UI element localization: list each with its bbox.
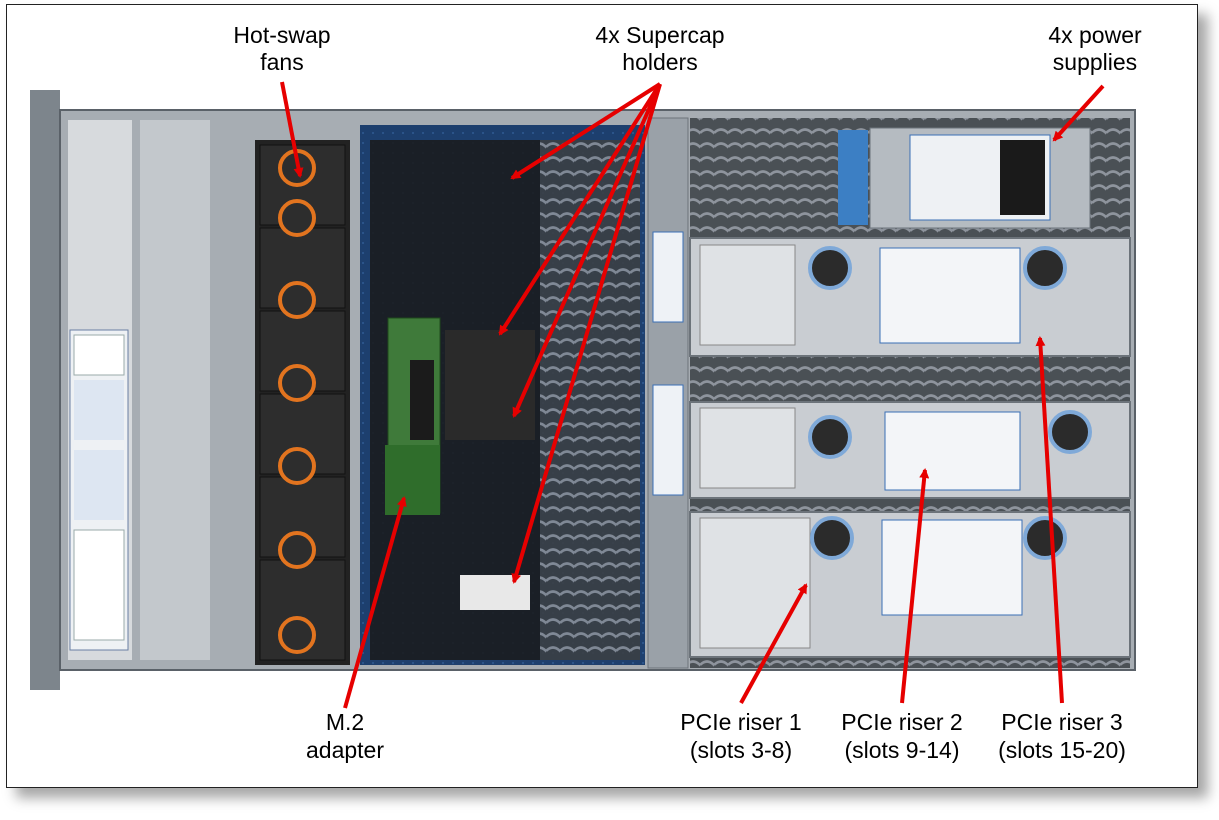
m2-label-line2: adapter: [306, 737, 384, 763]
psu-label-line1: 4x power: [1048, 22, 1142, 48]
m2-card: [385, 317, 441, 515]
arrow-riser1: [739, 583, 808, 704]
power-supply: [838, 127, 1091, 229]
supercap-label-line2: holders: [622, 49, 697, 75]
arrow-m2: [343, 496, 407, 709]
m2-label-line1: M.2: [326, 709, 364, 735]
callout-labels: Hot-swap fans 4x Supercap holders 4x pow…: [233, 22, 1142, 763]
riser1-label-line1: PCIe riser 1: [680, 709, 801, 735]
motherboard: [360, 125, 645, 665]
callout-arrows: [280, 81, 1105, 709]
arrow-riser3: [1035, 336, 1064, 704]
arrow-riser2: [900, 468, 930, 704]
arrow-psu: [1052, 84, 1105, 142]
psu-label-line2: supplies: [1053, 49, 1137, 75]
fan-icon: [259, 199, 346, 309]
fan-bank: [255, 140, 350, 665]
riser1-label-line2: (slots 3-8): [690, 737, 792, 763]
riser3-label-line2: (slots 15-20): [998, 737, 1126, 763]
arrow-fans: [280, 81, 304, 178]
riser-cage: [689, 237, 1131, 357]
riser3-label-line1: PCIe riser 3: [1001, 709, 1122, 735]
riser2-label-line1: PCIe riser 2: [841, 709, 962, 735]
center-bulkhead: [647, 117, 689, 669]
arrow-supercap-1: [510, 82, 662, 180]
fan-icon: [259, 531, 346, 661]
fan-icon: [259, 144, 346, 226]
fans-label-line1: Hot-swap: [233, 22, 330, 48]
arrow-supercap-3: [512, 83, 662, 418]
fans-label-line2: fans: [260, 49, 303, 75]
riser2-label-line2: (slots 9-14): [844, 737, 959, 763]
arrow-supercap-2: [498, 82, 662, 336]
supercap-label-line1: 4x Supercap: [595, 22, 724, 48]
arrow-supercap-4: [511, 83, 662, 584]
riser-cage: [689, 401, 1131, 499]
